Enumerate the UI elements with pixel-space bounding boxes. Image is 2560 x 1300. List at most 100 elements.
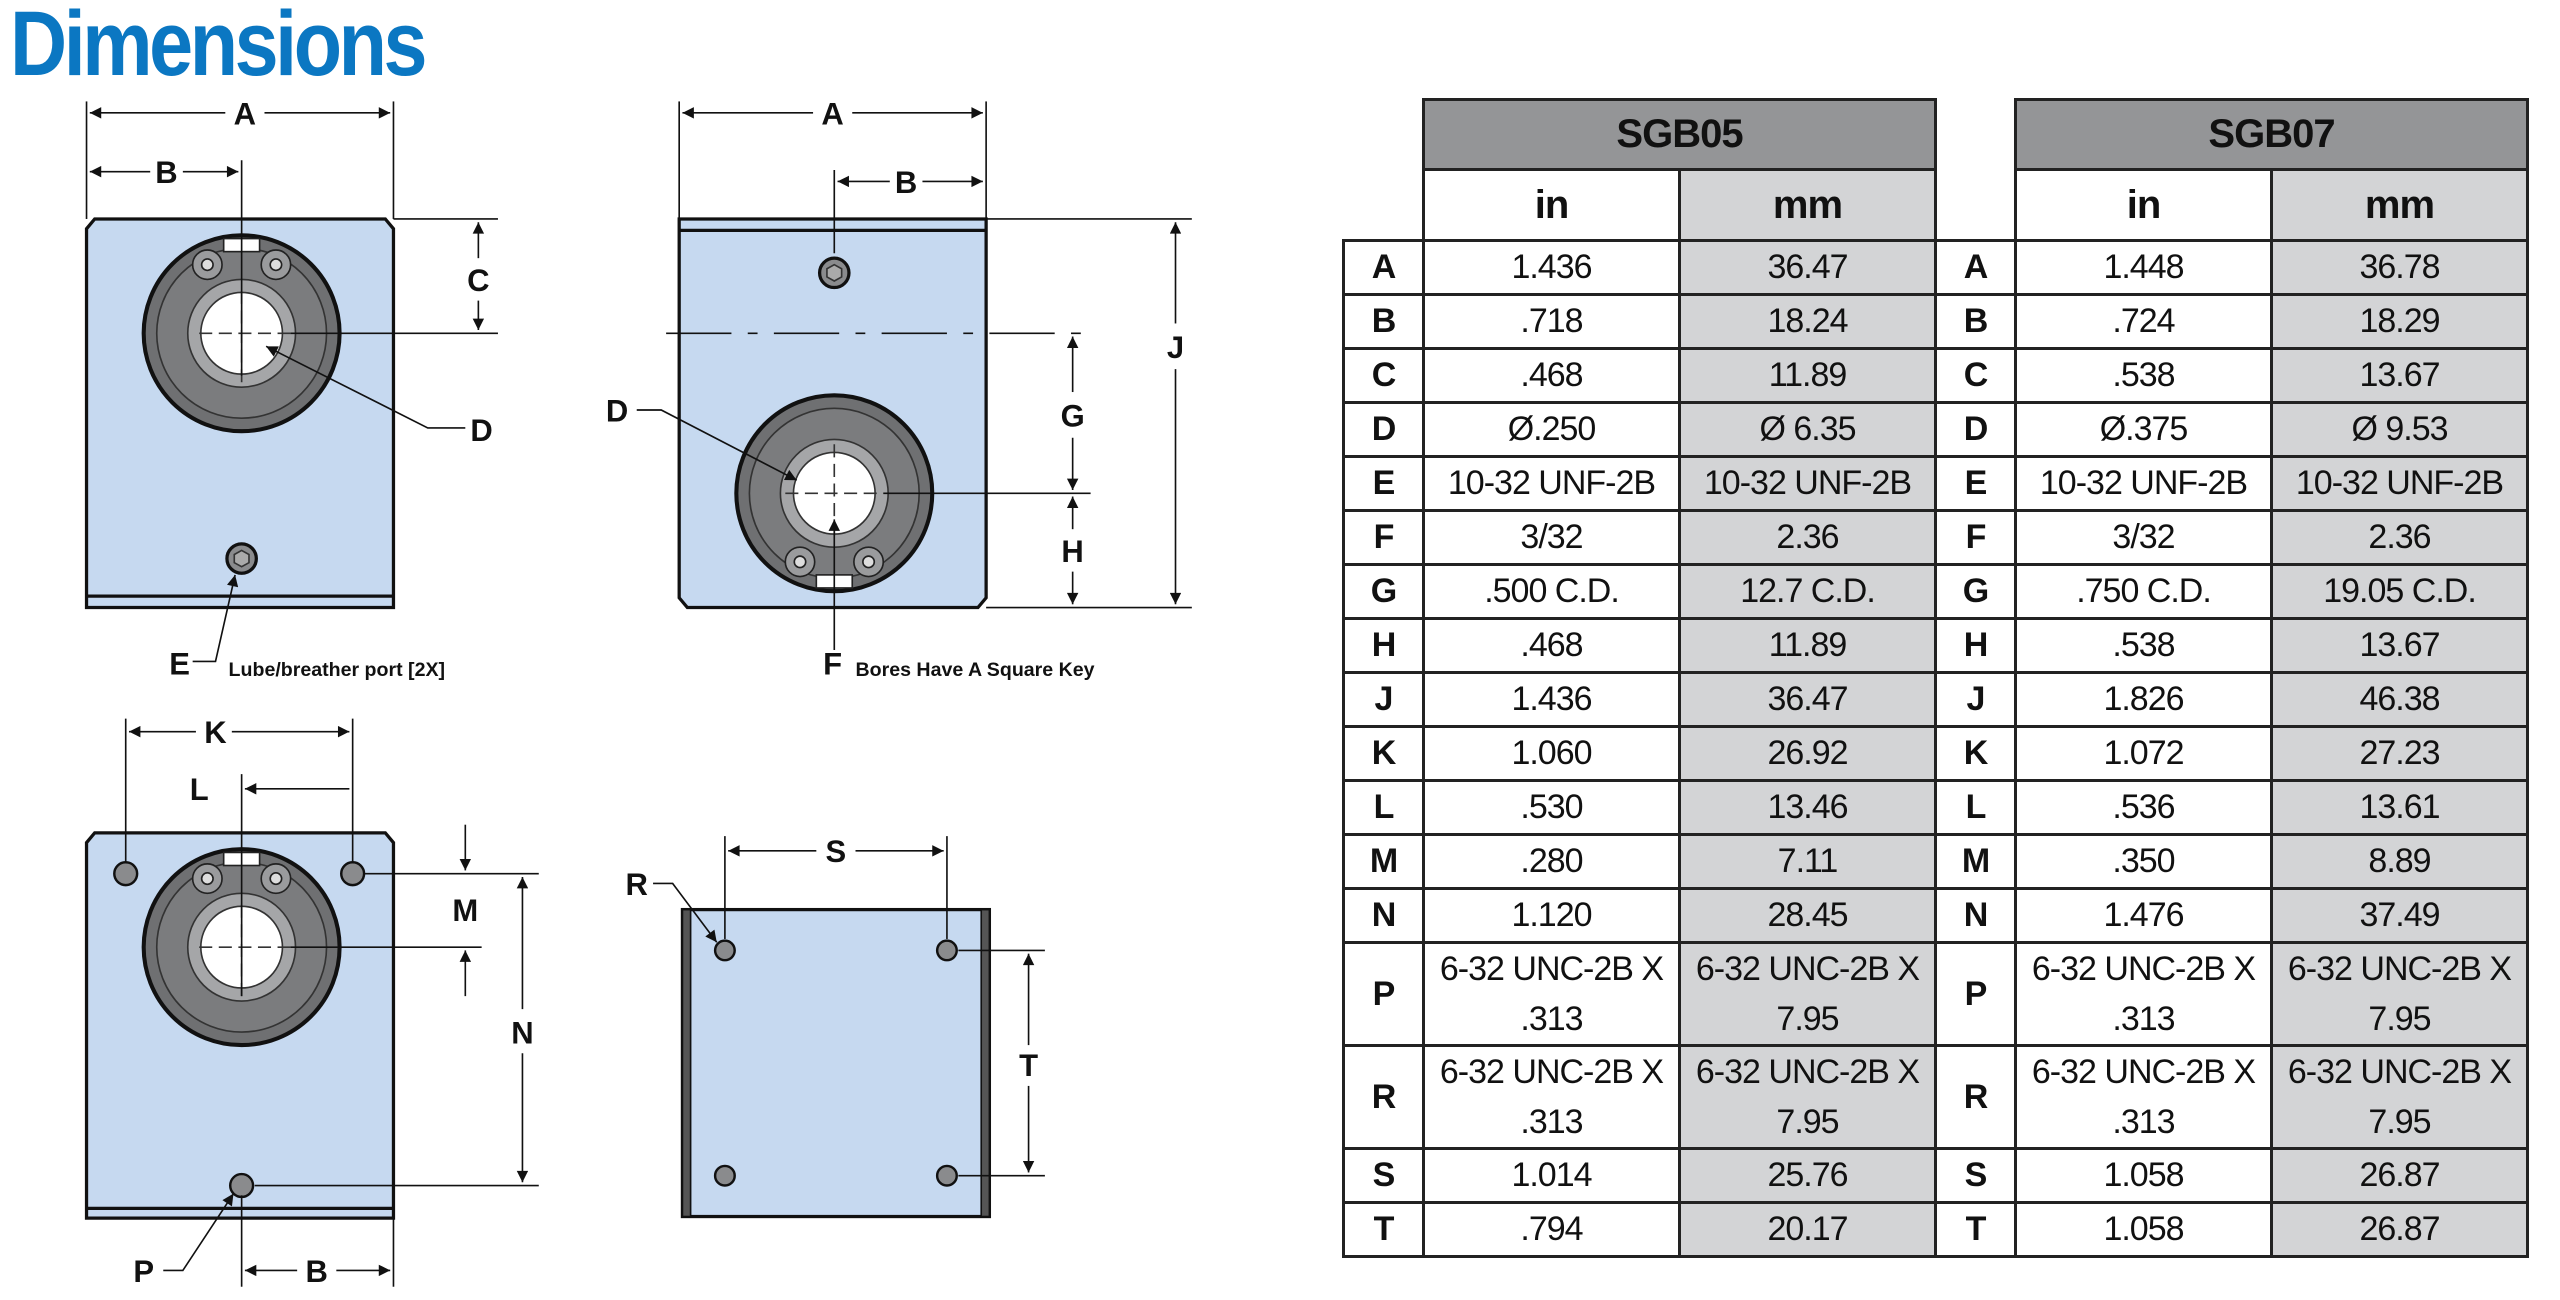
cell-sgb07-in: .538 xyxy=(2014,347,2273,404)
cell-sgb05-in: .794 xyxy=(1422,1201,1681,1258)
cell-sgb07-mm: Ø 9.53 xyxy=(2270,401,2529,458)
dimension-letter: D xyxy=(1342,401,1425,458)
dimension-letter: P xyxy=(1342,941,1425,1047)
lube-note: Lube/breather port [2X] xyxy=(229,659,445,681)
dimension-letter: L xyxy=(1934,779,2017,836)
unit-header-in: in xyxy=(1422,168,1681,242)
dimension-letter: S xyxy=(1934,1147,2017,1204)
model-header-sgb05: SGB05 xyxy=(1422,98,1937,171)
cell-sgb05-in: 1.436 xyxy=(1422,671,1681,728)
dimension-letter: P xyxy=(1934,941,2017,1047)
cell-sgb07-in: .538 xyxy=(2014,617,2273,674)
cell-sgb07-in: 6-32 UNC-2B X .313 xyxy=(2014,941,2273,1047)
dimension-letter: B xyxy=(1934,293,2017,350)
cell-sgb07-in: Ø.375 xyxy=(2014,401,2273,458)
dim-label-k: K xyxy=(204,715,227,750)
dim-label-e: E xyxy=(169,646,190,681)
cell-sgb07-mm: 46.38 xyxy=(2270,671,2529,728)
cell-sgb05-mm: 12.7 C.D. xyxy=(1678,563,1937,620)
cell-sgb07-in: 3/32 xyxy=(2014,509,2273,566)
dimension-letter: E xyxy=(1342,455,1425,512)
cell-sgb07-in: .750 C.D. xyxy=(2014,563,2273,620)
cell-sgb05-mm: 6-32 UNC-2B X 7.95 xyxy=(1678,941,1937,1047)
dim-label-b-bottom: B xyxy=(306,1254,328,1289)
cell-sgb07-in: .724 xyxy=(2014,293,2273,350)
cell-sgb05-in: 1.014 xyxy=(1422,1147,1681,1204)
dimension-letter: J xyxy=(1934,671,2017,728)
cell-sgb07-in: 6-32 UNC-2B X .313 xyxy=(2014,1044,2273,1150)
cell-sgb05-in: Ø.250 xyxy=(1422,401,1681,458)
dimension-letter: M xyxy=(1342,833,1425,890)
cell-sgb07-mm: 10-32 UNF-2B xyxy=(2270,455,2529,512)
cell-sgb05-in: 10-32 UNF-2B xyxy=(1422,455,1681,512)
dimension-letter: H xyxy=(1342,617,1425,674)
cell-sgb05-in: 1.436 xyxy=(1422,239,1681,296)
dimension-letter: R xyxy=(1934,1044,2017,1150)
dim-label-b: B xyxy=(155,155,177,190)
dim-label-p: P xyxy=(133,1254,154,1289)
dimension-letter: C xyxy=(1934,347,2017,404)
dim-label-c: C xyxy=(467,263,489,298)
cell-sgb05-mm: Ø 6.35 xyxy=(1678,401,1937,458)
cell-sgb05-mm: 13.46 xyxy=(1678,779,1937,836)
dim-label-j: J xyxy=(1167,330,1184,365)
cell-sgb07-mm: 27.23 xyxy=(2270,725,2529,782)
dimension-letter: T xyxy=(1934,1201,2017,1258)
dimension-letter: R xyxy=(1342,1044,1425,1150)
cell-sgb05-mm: 20.17 xyxy=(1678,1201,1937,1258)
cell-sgb07-mm: 26.87 xyxy=(2270,1147,2529,1204)
bottom-view xyxy=(653,836,1045,1219)
cell-sgb05-mm: 2.36 xyxy=(1678,509,1937,566)
cell-sgb07-in: 1.072 xyxy=(2014,725,2273,782)
unit-header-mm: mm xyxy=(1678,168,1937,242)
dimension-letter: T xyxy=(1342,1201,1425,1258)
cell-sgb05-mm: 25.76 xyxy=(1678,1147,1937,1204)
table-row: G.500 C.D.12.7 C.D.G.750 C.D.19.05 C.D. xyxy=(1342,563,2529,620)
cell-sgb05-in: 6-32 UNC-2B X .313 xyxy=(1422,941,1681,1047)
dimension-letter: A xyxy=(1342,239,1425,296)
dim-label-r: R xyxy=(626,867,648,902)
dim-label-a-side: A xyxy=(821,96,843,131)
dimension-letter: L xyxy=(1342,779,1425,836)
dim-label-b-side: B xyxy=(895,165,917,200)
cell-sgb05-in: .500 C.D. xyxy=(1422,563,1681,620)
cell-sgb05-in: 6-32 UNC-2B X .313 xyxy=(1422,1044,1681,1150)
cell-sgb05-mm: 11.89 xyxy=(1678,617,1937,674)
cell-sgb07-mm: 13.67 xyxy=(2270,617,2529,674)
cell-sgb05-in: .468 xyxy=(1422,617,1681,674)
dim-label-g: G xyxy=(1061,398,1085,433)
cell-sgb05-mm: 18.24 xyxy=(1678,293,1937,350)
cell-sgb05-in: .468 xyxy=(1422,347,1681,404)
cell-sgb07-mm: 36.78 xyxy=(2270,239,2529,296)
cell-sgb05-mm: 28.45 xyxy=(1678,887,1937,944)
dim-label-f: F xyxy=(823,646,842,681)
cell-sgb05-mm: 6-32 UNC-2B X 7.95 xyxy=(1678,1044,1937,1150)
dimension-letter: E xyxy=(1934,455,2017,512)
model-header-sgb07: SGB07 xyxy=(2014,98,2529,171)
unit-header-in: in xyxy=(2014,168,2273,242)
dim-label-l: L xyxy=(190,772,209,807)
cell-sgb07-in: .350 xyxy=(2014,833,2273,890)
cell-sgb05-in: 3/32 xyxy=(1422,509,1681,566)
cell-sgb07-mm: 19.05 C.D. xyxy=(2270,563,2529,620)
dim-label-n: N xyxy=(511,1015,533,1050)
cell-sgb05-mm: 11.89 xyxy=(1678,347,1937,404)
dimension-letter: M xyxy=(1934,833,2017,890)
dim-label-a: A xyxy=(234,96,256,131)
cell-sgb05-in: .718 xyxy=(1422,293,1681,350)
cell-sgb07-in: 1.058 xyxy=(2014,1201,2273,1258)
dim-label-h: H xyxy=(1061,534,1083,569)
mounting-view xyxy=(84,718,539,1287)
cell-sgb07-mm: 6-32 UNC-2B X 7.95 xyxy=(2270,1044,2529,1150)
